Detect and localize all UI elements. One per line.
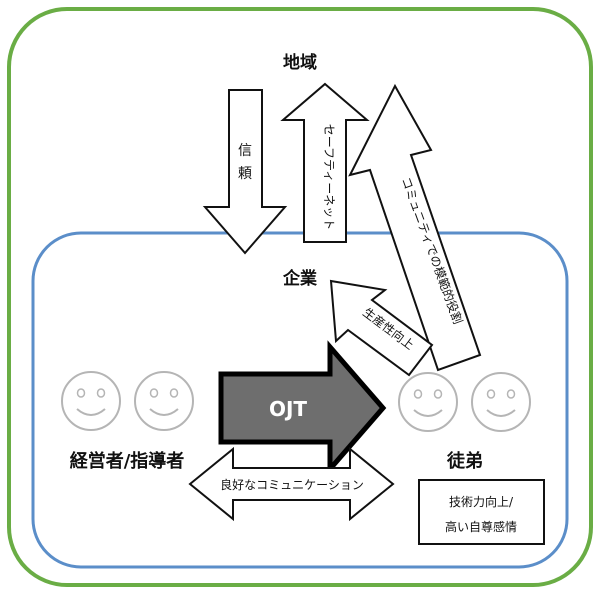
apprentice-face-2 (471, 372, 531, 432)
company-title: 企業 (282, 268, 317, 289)
trust-label-2: 頼 (238, 166, 252, 182)
region-frame (7, 7, 593, 587)
good-communication-arrow (188, 446, 395, 522)
safety-net-arrow (280, 82, 370, 243)
trust-label-1: 信 (238, 143, 252, 159)
outcome-line-1: 技術力向上/ (449, 494, 514, 509)
ojt-arrow (218, 340, 387, 476)
manager-face-2 (134, 371, 194, 431)
community-role-arrow-shape (348, 83, 482, 372)
apprentice-face-1 (398, 372, 458, 432)
outcome-line-2: 高い自尊感情 (445, 519, 517, 534)
safety-net-label: セーフティーネット (322, 124, 336, 231)
company-frame (31, 231, 569, 569)
apprentices-label: 徒弟 (446, 450, 483, 472)
ojt-label: OJT (269, 397, 307, 421)
productivity-arrow (329, 279, 434, 377)
managers-label: 経営者/指導者 (70, 450, 185, 472)
outcome-box (418, 479, 545, 545)
manager-face-1 (61, 371, 121, 431)
region-title: 地域 (283, 52, 317, 73)
good-communication-label: 良好なコミュニケーション (220, 477, 364, 492)
trust-arrow (202, 89, 288, 255)
